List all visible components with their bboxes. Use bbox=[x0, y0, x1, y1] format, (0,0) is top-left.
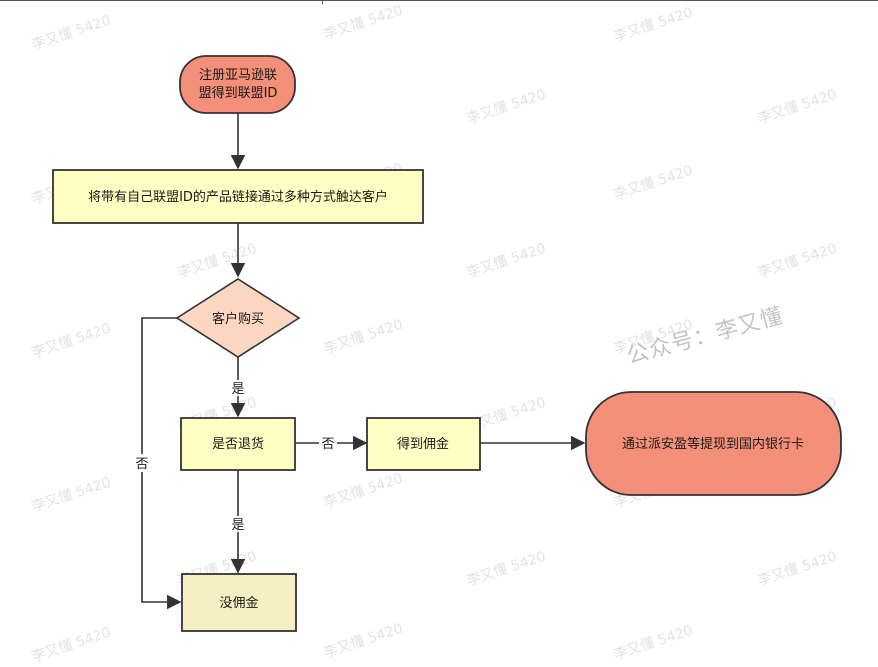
node-start-line-2: 盟得到联盟ID bbox=[199, 85, 278, 101]
node-withdraw: 通过派安盈等提现到国内银行卡 bbox=[585, 391, 842, 496]
node-commission-label: 得到佣金 bbox=[397, 436, 449, 452]
node-refund: 是否退货 bbox=[180, 417, 296, 471]
svg-text:是: 是 bbox=[231, 518, 244, 533]
svg-text:否: 否 bbox=[321, 437, 334, 452]
node-distribute: 将带有自己联盟ID的产品链接通过多种方式触达客户 bbox=[52, 169, 424, 224]
node-refund-label: 是否退货 bbox=[212, 436, 264, 452]
node-start-line-1: 注册亚马逊联 bbox=[199, 68, 277, 83]
node-purchase-label: 客户购买 bbox=[212, 311, 264, 327]
edge-label-purchase-no: 否 bbox=[134, 454, 150, 472]
node-no-commission-label: 没佣金 bbox=[219, 595, 258, 611]
top-border-tick bbox=[322, 0, 323, 4]
top-border-line bbox=[0, 0, 878, 1]
svg-text:是: 是 bbox=[231, 382, 244, 397]
node-no-commission: 没佣金 bbox=[181, 573, 297, 632]
edge-label-purchase-yes: 是 bbox=[230, 380, 246, 397]
svg-text:否: 否 bbox=[135, 457, 148, 472]
node-commission: 得到佣金 bbox=[366, 417, 481, 471]
edge-label-refund-no: 否 bbox=[319, 435, 337, 452]
node-withdraw-label: 通过派安盈等提现到国内银行卡 bbox=[622, 436, 804, 452]
node-purchase-decision: 客户购买 bbox=[175, 278, 301, 358]
node-distribute-label: 将带有自己联盟ID的产品链接通过多种方式触达客户 bbox=[88, 189, 388, 205]
edge-label-refund-yes: 是 bbox=[230, 516, 246, 533]
node-start: 注册亚马逊联 盟得到联盟ID bbox=[179, 55, 296, 114]
